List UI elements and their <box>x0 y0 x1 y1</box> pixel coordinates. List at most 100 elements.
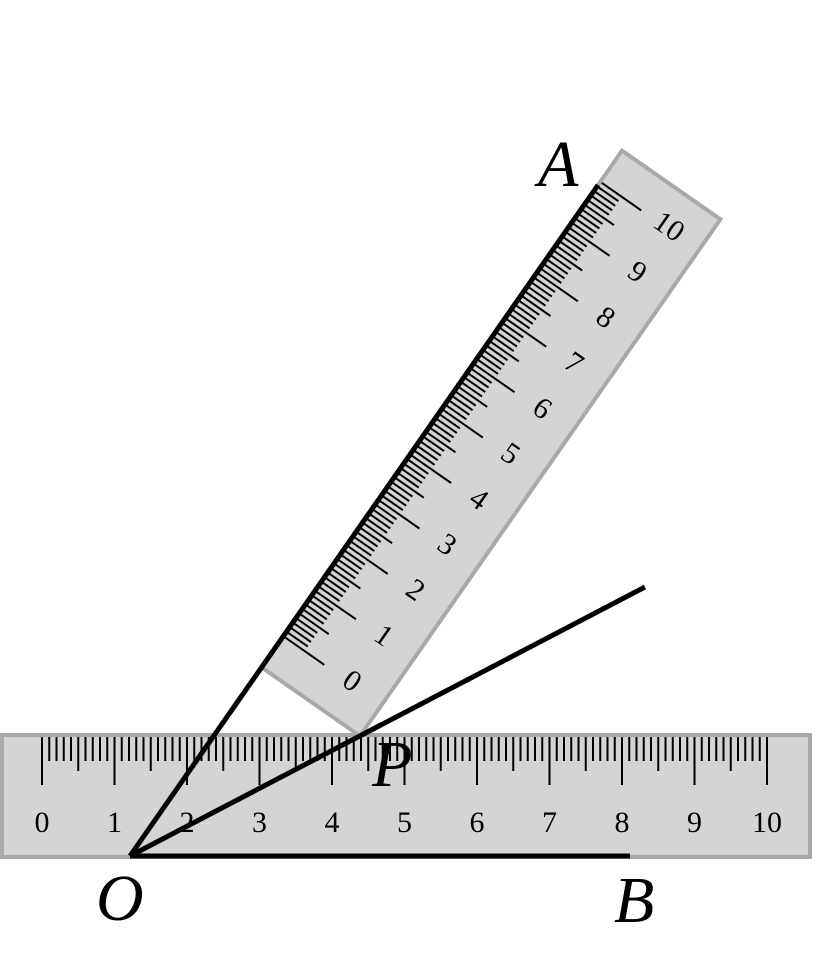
t-tick <box>293 622 315 639</box>
ray-OA <box>127 183 601 858</box>
t-tick <box>338 559 360 575</box>
t-tick <box>287 631 309 648</box>
t-tick <box>452 395 474 412</box>
t-tick <box>309 600 331 616</box>
t-tick <box>446 404 467 421</box>
t-tick <box>458 386 488 408</box>
t-tick <box>569 227 611 257</box>
t-tick <box>560 241 581 257</box>
t-tick <box>398 472 420 489</box>
t-tick <box>461 382 483 398</box>
t-tick <box>392 481 413 498</box>
t-tick <box>531 282 553 298</box>
t-tick <box>525 291 547 307</box>
t-tick <box>420 441 442 457</box>
t-tick <box>300 613 330 635</box>
t-tick <box>316 591 357 621</box>
t-tick <box>357 531 379 548</box>
t-tick <box>455 391 477 407</box>
tilted-ruler-body <box>258 147 724 739</box>
t-tick <box>449 400 470 416</box>
t-tick <box>487 345 509 362</box>
t-tick <box>503 322 524 339</box>
h-number-10: 10 <box>752 806 782 839</box>
t-tick <box>506 318 547 348</box>
t-tick <box>522 295 552 317</box>
t-tick <box>588 200 610 216</box>
ray-OP <box>128 584 647 859</box>
t-tick <box>376 504 398 521</box>
t-tick <box>474 363 516 394</box>
t-tick <box>591 195 613 212</box>
t-tick <box>484 350 505 366</box>
t-tick <box>322 581 344 598</box>
t-tick <box>379 500 420 530</box>
h-number-4: 4 <box>325 806 340 839</box>
t-tick <box>433 422 455 439</box>
h-number-5: 5 <box>397 806 412 839</box>
horizontal-ruler-ticks <box>41 737 768 785</box>
t-tick <box>411 454 452 484</box>
t-tick <box>585 204 615 226</box>
t-tick <box>350 541 372 557</box>
t-tick <box>566 232 588 248</box>
h-number-0: 0 <box>35 806 50 839</box>
h-number-3: 3 <box>252 806 267 839</box>
t-tick <box>534 277 556 293</box>
t-tick <box>477 359 499 375</box>
h-number-9: 9 <box>687 806 702 839</box>
t-tick <box>601 182 642 212</box>
t-tick <box>556 245 578 262</box>
t-tick <box>360 527 382 543</box>
t-tick <box>572 222 594 239</box>
t-tick <box>509 313 531 330</box>
h-number-7: 7 <box>542 806 557 839</box>
t-tick <box>341 554 363 571</box>
t-tick <box>598 186 619 203</box>
t-tick <box>331 568 361 590</box>
t-tick <box>297 618 318 634</box>
h-number-1: 1 <box>107 806 122 839</box>
t-tick <box>363 522 393 545</box>
t-tick <box>373 509 394 525</box>
t-tick <box>366 518 388 534</box>
t-tick <box>579 213 600 230</box>
t-tick <box>427 432 457 454</box>
t-tick <box>490 341 520 363</box>
t-tick <box>325 577 347 593</box>
t-tick <box>414 450 436 466</box>
t-tick <box>401 468 423 484</box>
t-tick <box>284 636 325 666</box>
t-tick <box>312 595 334 612</box>
t-tick <box>547 259 569 275</box>
t-tick <box>385 491 407 507</box>
h-number-6: 6 <box>470 806 485 839</box>
t-tick <box>395 477 425 499</box>
label-P: P <box>371 728 412 801</box>
t-tick <box>471 368 493 384</box>
t-tick <box>439 413 461 430</box>
t-tick <box>594 191 616 207</box>
t-tick <box>541 268 562 284</box>
t-tick <box>563 236 585 253</box>
t-tick <box>465 377 486 393</box>
t-tick <box>550 254 572 271</box>
t-tick <box>328 572 350 589</box>
t-tick <box>442 409 484 439</box>
t-tick <box>344 550 366 566</box>
t-tick <box>388 486 410 502</box>
t-tick <box>319 586 341 602</box>
t-tick <box>544 263 566 280</box>
t-tick <box>537 272 579 303</box>
label-O: O <box>96 862 144 935</box>
t-tick <box>575 218 597 234</box>
label-B: B <box>614 864 654 937</box>
t-tick <box>436 418 458 434</box>
t-tick <box>528 286 550 303</box>
h-number-8: 8 <box>615 806 630 839</box>
t-tick <box>553 250 583 272</box>
